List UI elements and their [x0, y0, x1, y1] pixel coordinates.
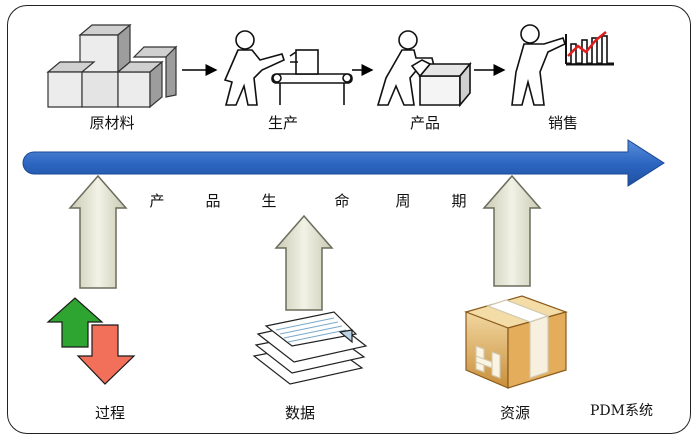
updown-arrows-icon [46, 297, 136, 385]
lifecycle-timeline-arrow [22, 139, 665, 187]
conveyor-worker-icon [223, 30, 353, 106]
package-icon [464, 295, 568, 389]
pdm-system-label: PDM系统 [590, 403, 653, 419]
up-arrow-data [274, 214, 334, 311]
stage-label-production: 生产 [267, 114, 299, 132]
input-label-data: 数据 [284, 404, 316, 422]
cubes-icon [46, 23, 178, 109]
lifecycle-char: 产 [149, 192, 165, 210]
stage-label-sales: 销售 [547, 114, 579, 132]
stage-label-raw: 原材料 [89, 114, 135, 132]
lifecycle-char: 品 [205, 192, 221, 210]
box-worker-icon [376, 30, 472, 108]
up-arrow-resource [482, 174, 542, 287]
input-label-resource: 资源 [499, 404, 531, 422]
lifecycle-char: 期 [451, 192, 467, 210]
lifecycle-char: 周 [395, 192, 411, 210]
lifecycle-char: 命 [334, 192, 350, 210]
chart-presenter-icon [511, 24, 614, 106]
up-arrow-process [68, 174, 128, 289]
stage-label-product: 产品 [409, 114, 441, 132]
lifecycle-char: 生 [261, 192, 277, 210]
documents-icon [252, 311, 368, 385]
input-label-process: 过程 [94, 404, 126, 422]
